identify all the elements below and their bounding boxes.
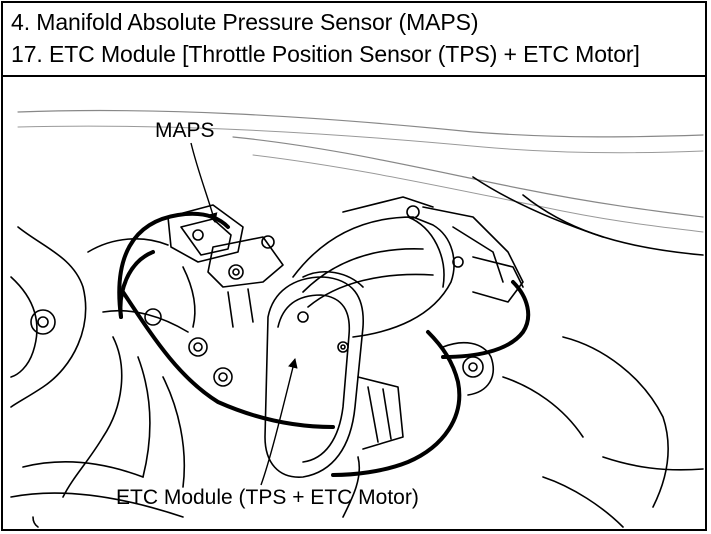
engine-line-drawing: MAPS ETC Module (TPS + ETC Motor) — [10, 109, 704, 528]
engine-illustration: MAPS ETC Module (TPS + ETC Motor) — [3, 77, 705, 529]
legend-header: 4. Manifold Absolute Pressure Sensor (MA… — [3, 3, 705, 77]
maps-callout-label: MAPS — [155, 119, 215, 142]
legend-item-maps: 4. Manifold Absolute Pressure Sensor (MA… — [11, 9, 479, 35]
legend-item-etc-module: 17. ETC Module [Throttle Position Sensor… — [11, 41, 640, 67]
etc-module-callout-label: ETC Module (TPS + ETC Motor) — [116, 486, 419, 509]
